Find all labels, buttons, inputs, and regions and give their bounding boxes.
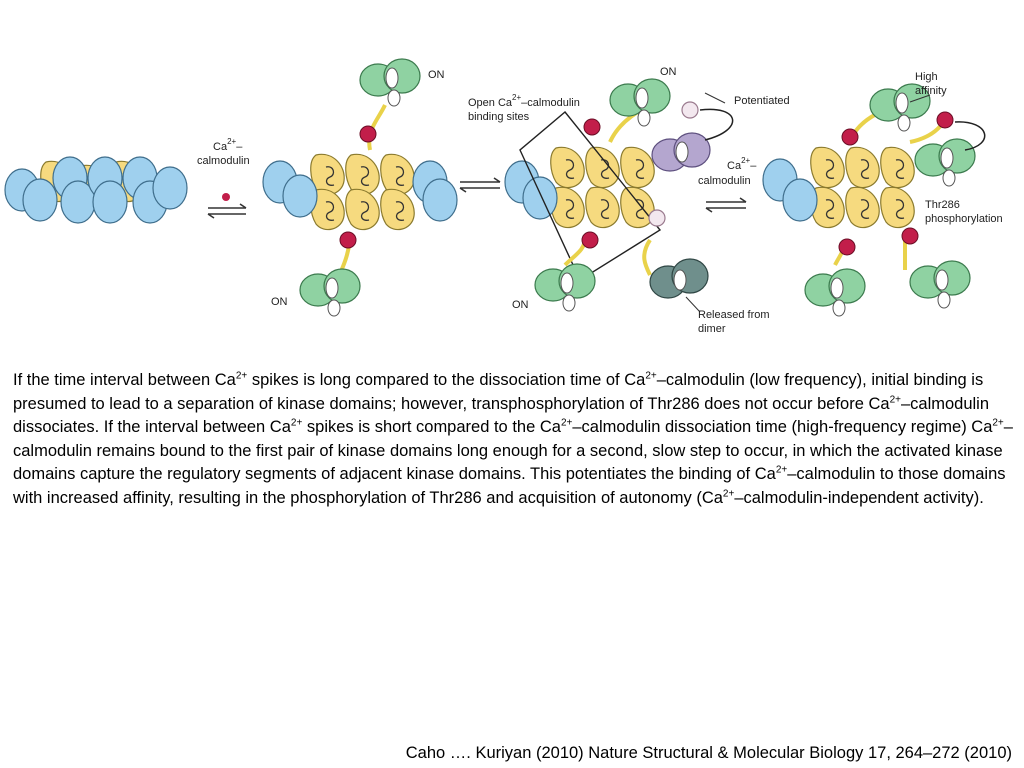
equilibrium-arrow-3: [705, 197, 747, 213]
citation: Caho …. Kuriyan (2010) Nature Structural…: [405, 744, 1012, 762]
camkii-activation-diagram: Ca2+– calmodulin ON ON Open Ca2+–calmodu…: [4, 58, 1003, 335]
potentiated-calmodulin: [651, 132, 711, 172]
calmodulin-bottom-left: [804, 268, 866, 317]
svg-text:binding sites: binding sites: [468, 111, 530, 123]
calmodulin-bottom-right: [909, 260, 971, 309]
inactive-holoenzyme: [4, 156, 188, 224]
high-affinity-label-2: affinity: [915, 85, 947, 97]
released-label-2: dimer: [698, 323, 726, 335]
hub-domain-left: [4, 156, 188, 224]
calmodulin-right: [914, 138, 976, 187]
svg-text:Open Ca2+–calmodulin: Open Ca2+–calmodulin: [468, 93, 580, 109]
released-label: Released from: [698, 309, 770, 321]
high-affinity-label: High: [915, 71, 938, 83]
calmodulin-top: [359, 58, 421, 107]
calmodulin-bottom: [299, 268, 361, 317]
released-calmodulin: [649, 258, 709, 299]
calmodulin-bound-holoenzyme: [262, 58, 458, 317]
on-label-top: ON: [428, 69, 445, 81]
calmodulin-addition-label-2: Ca2+– calmodulin: [698, 156, 757, 187]
thr286-label-2: phosphorylation: [925, 213, 1003, 225]
equilibrium-arrow-2: [459, 177, 501, 193]
open-binding-sites-holoenzyme: Open Ca2+–calmodulin binding sites: [468, 78, 734, 313]
figure-caption: If the time interval between Ca2+ spikes…: [13, 370, 1013, 507]
svg-text:calmodulin: calmodulin: [197, 155, 250, 167]
svg-text:Ca2+–: Ca2+–: [213, 137, 243, 153]
thr286-label: Thr286: [925, 199, 960, 211]
svg-text:Ca2+–: Ca2+–: [727, 156, 757, 172]
calmodulin-addition-label: Ca2+– calmodulin: [197, 137, 250, 201]
on-label-bottom-2: ON: [512, 299, 529, 311]
calmodulin-on-bottom: [534, 263, 596, 312]
calcium-dot: [222, 193, 230, 201]
equilibrium-arrow-1: [207, 203, 247, 219]
on-label-bottom: ON: [271, 296, 288, 308]
autonomous-holoenzyme: [762, 83, 986, 317]
potentiated-label: Potentiated: [734, 95, 790, 107]
svg-text:calmodulin: calmodulin: [698, 175, 751, 187]
calmodulin-on-top: [609, 78, 671, 127]
on-label-top-2: ON: [660, 66, 677, 78]
